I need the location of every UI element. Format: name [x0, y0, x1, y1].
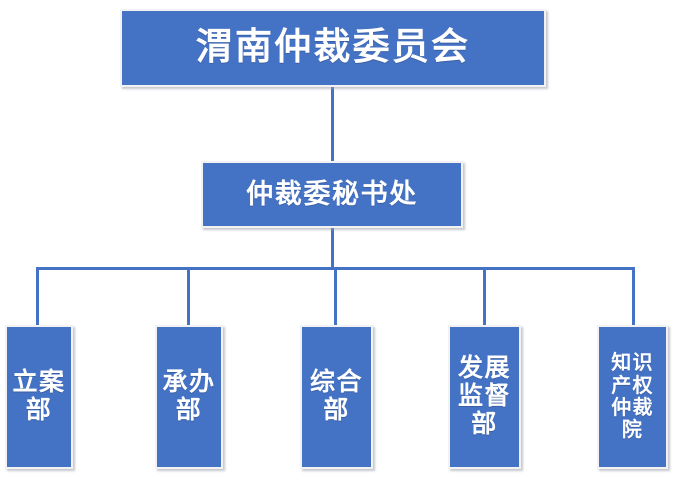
org-node-department-3[interactable]: 发展 监督 部 [448, 325, 521, 469]
org-node-department-3-label: 发展 监督 部 [457, 355, 511, 438]
org-node-department-2-label: 综合部 [309, 369, 363, 424]
org-node-department-2[interactable]: 综合部 [300, 325, 373, 469]
org-node-department-4-label: 知识 产权 仲裁 院 [611, 352, 654, 442]
org-node-root[interactable]: 渭南仲裁委员会 [120, 9, 546, 87]
org-node-root-label: 渭南仲裁委员会 [195, 27, 471, 69]
connector-root-to-secretariat [331, 86, 334, 162]
org-node-department-4[interactable]: 知识 产权 仲裁 院 [597, 325, 668, 469]
connector-drop-department-0 [36, 267, 39, 327]
org-node-department-0-label: 立案部 [12, 369, 66, 424]
connector-drop-department-2 [334, 267, 337, 327]
connector-secretariat-to-bus [331, 227, 334, 269]
org-node-secretariat-label: 仲裁委秘书处 [246, 179, 418, 210]
org-node-department-1[interactable]: 承办部 [155, 325, 223, 469]
connector-drop-department-3 [483, 267, 486, 327]
connector-drop-department-1 [187, 267, 190, 327]
org-node-department-1-label: 承办部 [162, 369, 216, 424]
connector-drop-department-4 [632, 267, 635, 327]
org-node-secretariat[interactable]: 仲裁委秘书处 [201, 161, 463, 228]
org-node-department-0[interactable]: 立案部 [5, 325, 73, 469]
